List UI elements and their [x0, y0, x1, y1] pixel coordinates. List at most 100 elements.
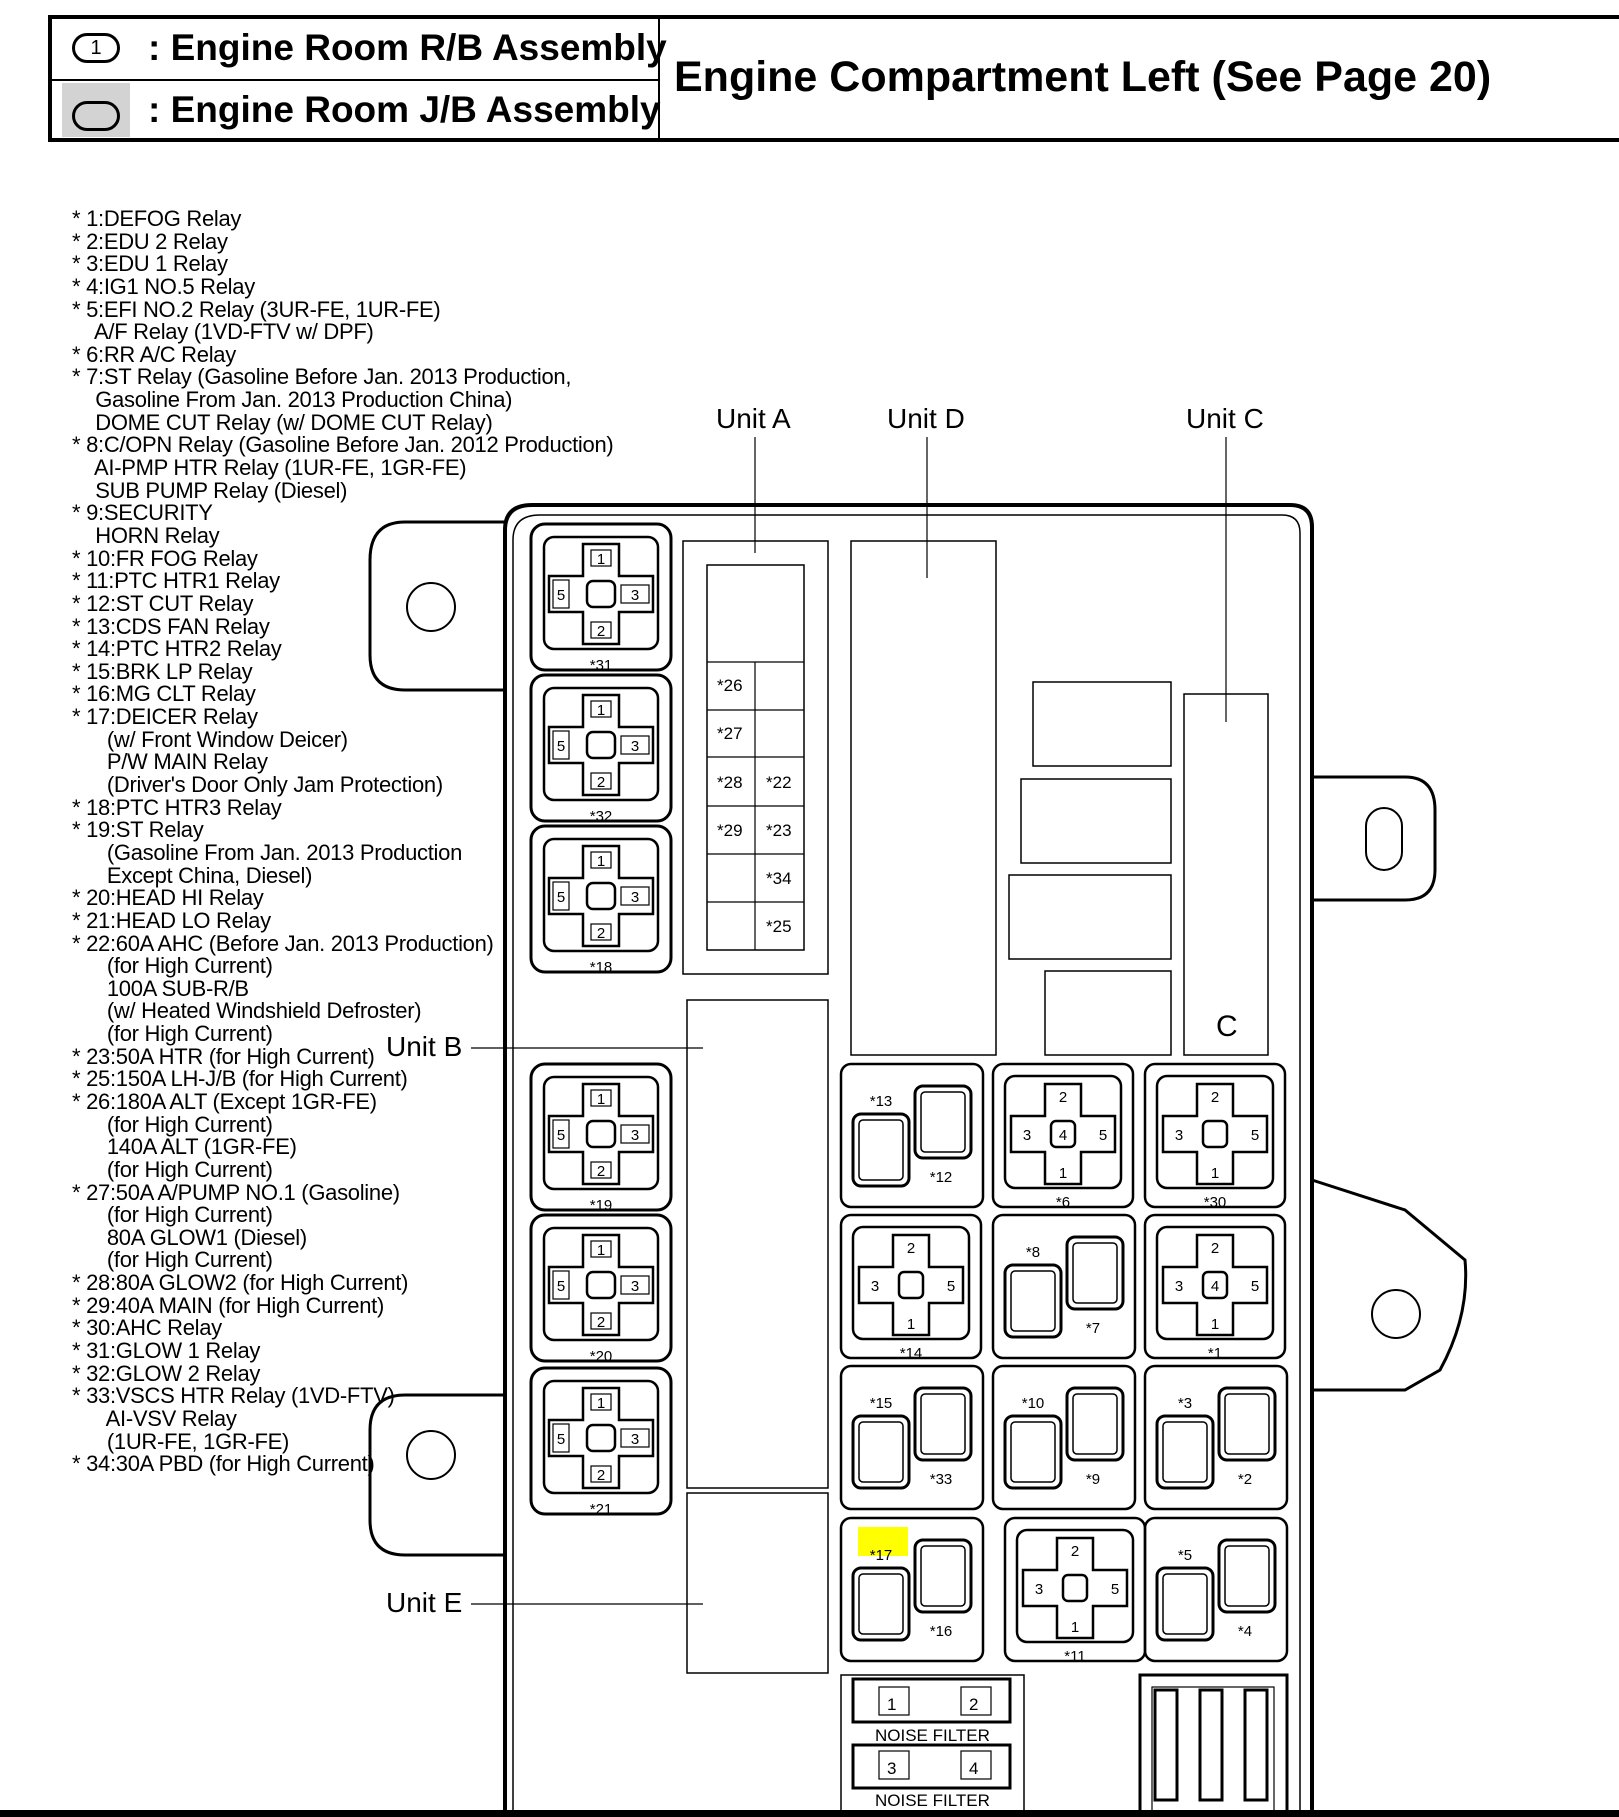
- relay-list-item: Except China, Diesel): [72, 862, 313, 888]
- pin-label: 5: [1251, 1127, 1259, 1144]
- mount-tab-right-top: [1312, 775, 1437, 902]
- relay-list-item: * 12:ST CUT Relay: [72, 590, 254, 616]
- pin-label: 1: [597, 702, 605, 719]
- relay-list-item: * 26:180A ALT (Except 1GR-FE): [72, 1088, 377, 1114]
- relay-label: *8: [1026, 1244, 1040, 1261]
- relay-list-item: (for High Current): [72, 953, 273, 979]
- relay-label: *14: [900, 1345, 923, 1362]
- housing-outline-inner: [540, 514, 1301, 1817]
- relay-list-item: * 31:GLOW 1 Relay: [72, 1338, 261, 1364]
- bottom-border: [0, 1810, 1619, 1817]
- pin-label: 5: [557, 1431, 565, 1448]
- pin-label: 3: [1023, 1127, 1031, 1144]
- rb-symbol-icon: 1: [72, 33, 120, 63]
- relay-label: *7: [1086, 1320, 1100, 1337]
- relay-list-item: * 13:CDS FAN Relay: [72, 613, 270, 639]
- relay-list-item: * 3:EDU 1 Relay: [72, 251, 228, 277]
- housing-top-left-corner: [503, 503, 533, 531]
- pin-label: 3: [631, 1431, 639, 1448]
- unit-c-pin-c: C: [1216, 1010, 1238, 1043]
- relay-list-item: * 28:80A GLOW2 (for High Current): [72, 1270, 409, 1296]
- relay-list-item: * 27:50A A/PUMP NO.1 (Gasoline): [72, 1179, 400, 1205]
- noise-filter-label-1: NOISE FILTER: [875, 1726, 990, 1745]
- pin-label: 1: [597, 853, 605, 870]
- relay-list-item: (for High Current): [72, 1202, 273, 1228]
- fuse-label-28: *28: [717, 773, 743, 792]
- relay-list-item: (Driver's Door Only Jam Protection): [72, 772, 443, 798]
- relay-slot-15-33: *15*33: [839, 1364, 985, 1511]
- relay-list-item: 80A GLOW1 (Diesel): [72, 1224, 307, 1250]
- fuse-label-29: *29: [717, 821, 743, 840]
- unit-e-frame: [686, 1492, 829, 1674]
- mount-slot-right: [1365, 807, 1403, 871]
- pin-label: 5: [1099, 1127, 1107, 1144]
- pin-label: 2: [597, 623, 605, 640]
- pin-label: 2: [1071, 1543, 1079, 1560]
- relay-label: *17: [870, 1547, 893, 1564]
- pin-label: 5: [1111, 1581, 1119, 1598]
- relay-list-item: P/W MAIN Relay: [72, 749, 268, 775]
- relay-label: *2: [1238, 1471, 1252, 1488]
- relay-label: *1: [1208, 1345, 1222, 1362]
- legend-row-rb: 1 : Engine Room R/B Assembly: [52, 19, 667, 81]
- relay-list-item: (Gasoline From Jan. 2013 Production: [72, 839, 463, 865]
- pin-label: 1: [1071, 1619, 1079, 1636]
- relay-label: *20: [590, 1348, 613, 1365]
- relay-label: *19: [590, 1197, 613, 1214]
- relay-list-item: * 20:HEAD HI Relay: [72, 885, 264, 911]
- mount-tab-top: [368, 520, 505, 692]
- jb-symbol-icon: [72, 101, 120, 131]
- relay-list-item: * 7:ST Relay (Gasoline Before Jan. 2013 …: [72, 364, 572, 390]
- relay-list-item: * 25:150A LH-J/B (for High Current): [72, 1066, 408, 1092]
- pin-label: 4: [1059, 1127, 1067, 1144]
- relay-list: * 1:DEFOG Relay* 2:EDU 2 Relay* 3:EDU 1 …: [72, 207, 614, 1477]
- pin-label: 2: [907, 1240, 915, 1257]
- pin-label: 1: [597, 1395, 605, 1412]
- pin-label: 2: [597, 925, 605, 942]
- block-1: [1032, 681, 1172, 767]
- pin-label: 2: [597, 1163, 605, 1180]
- pin-label: 5: [557, 1278, 565, 1295]
- relay-slot-17-16: *17 *16: [839, 1516, 985, 1663]
- relay-list-item: * 22:60A AHC (Before Jan. 2013 Productio…: [72, 930, 494, 956]
- relay-list-item: HORN Relay: [72, 522, 220, 548]
- fuse-label-22: *22: [766, 773, 792, 792]
- relay-label: *33: [930, 1471, 953, 1488]
- pin-label: 2: [1059, 1089, 1067, 1106]
- relay-label: *9: [1086, 1471, 1100, 1488]
- noise-filter-pin-4: 4: [969, 1759, 978, 1778]
- relay-list-item: * 8:C/OPN Relay (Gasoline Before Jan. 20…: [72, 432, 614, 458]
- relay-list-item: AI-VSV Relay: [72, 1405, 237, 1431]
- pin-label: 1: [597, 551, 605, 568]
- page-title: Engine Compartment Left (See Page 20): [674, 53, 1492, 101]
- relay-label: *12: [930, 1169, 953, 1186]
- relay-list-item: * 9:SECURITY: [72, 500, 213, 526]
- pin-label: 3: [871, 1278, 879, 1295]
- relay-list-item: * 10:FR FOG Relay: [72, 545, 258, 571]
- legend-row-jb: : Engine Room J/B Assembly: [52, 81, 661, 141]
- unit-c-frame: [1183, 693, 1269, 1056]
- unit-c-label: Unit C: [1186, 403, 1264, 434]
- noise-filter-pin-2: 2: [969, 1695, 978, 1714]
- pin-label: 5: [557, 1127, 565, 1144]
- relay-list-item: (w/ Front Window Deicer): [72, 726, 348, 752]
- relay-label: *16: [930, 1623, 953, 1640]
- fuse-label-27: *27: [717, 724, 743, 743]
- pin-label: 1: [597, 1242, 605, 1259]
- noise-filter-frame: [840, 1674, 1025, 1817]
- noise-filter-1: [851, 1677, 1012, 1724]
- noise-filter-2: [851, 1743, 1012, 1790]
- unit-e-label: Unit E: [386, 1587, 463, 1618]
- relay-list-item: * 34:30A PBD (for High Current): [72, 1451, 375, 1477]
- pin-label: 2: [1211, 1240, 1219, 1257]
- pin-label: 2: [597, 774, 605, 791]
- unit-d-label: Unit D: [887, 403, 965, 434]
- pin-label: 2: [1211, 1089, 1219, 1106]
- relay-list-item: * 32:GLOW 2 Relay: [72, 1360, 261, 1386]
- relay-list-item: * 23:50A HTR (for High Current): [72, 1043, 375, 1069]
- mount-hole-bottom: [406, 1430, 456, 1480]
